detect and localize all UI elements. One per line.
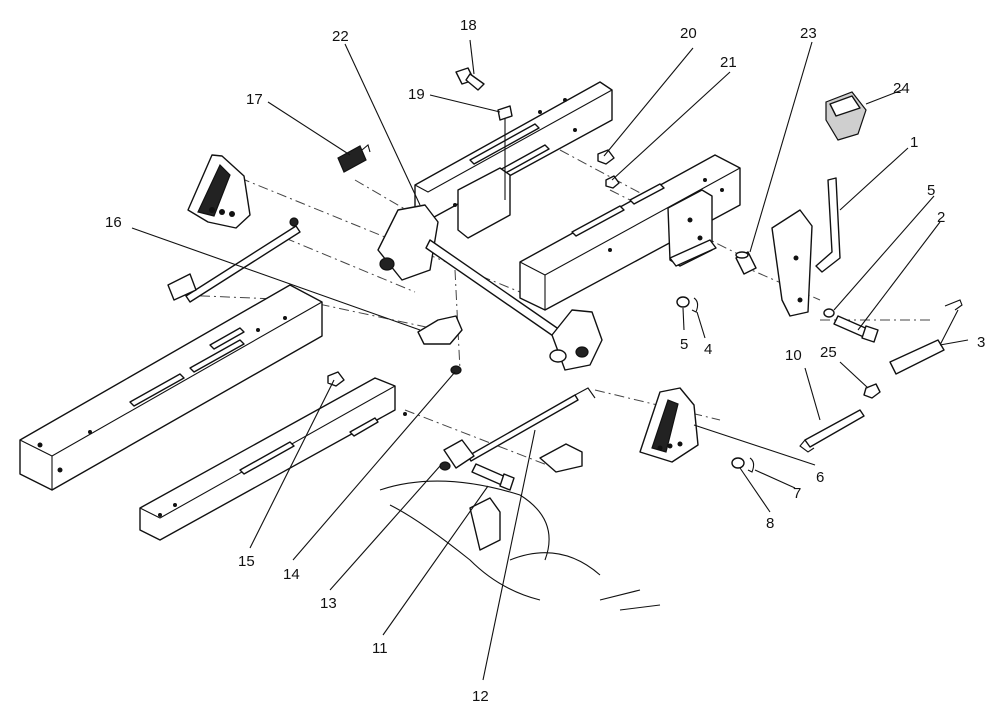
bolt-2-part <box>823 308 879 343</box>
tractor-body-outline <box>379 480 661 611</box>
clamp-part <box>417 315 463 375</box>
shift-lever-part <box>771 177 841 317</box>
clip-4-part <box>691 297 699 313</box>
callout-16: 16 <box>105 214 122 231</box>
adjuster-bracket-6-part <box>639 387 699 463</box>
rod-3-part <box>889 299 963 375</box>
callout-23: 23 <box>800 25 817 42</box>
callout-12: 12 <box>472 688 489 705</box>
callout-labels: 24 1 5 2 3 5 4 25 10 6 7 8 23 20 21 18 1… <box>105 17 985 705</box>
callout-8: 8 <box>766 515 774 532</box>
callout-18: 18 <box>460 17 477 34</box>
callout-5-lower: 5 <box>680 336 688 353</box>
callout-11: 11 <box>372 640 388 657</box>
bolt-18-part <box>455 67 485 91</box>
frame-channel-upper <box>414 81 613 239</box>
leader-lines <box>131 39 969 681</box>
knob-part <box>825 91 867 141</box>
callout-19: 19 <box>408 86 425 103</box>
callout-6: 6 <box>816 469 824 486</box>
adjuster-bracket-left <box>187 154 251 229</box>
washer-8-part <box>731 457 745 469</box>
callout-2: 2 <box>937 209 945 226</box>
callout-25: 25 <box>820 344 837 361</box>
callout-5-upper: 5 <box>927 182 935 199</box>
nut-21-part <box>605 175 620 189</box>
nut-20-part <box>597 149 615 165</box>
spring-17-part <box>337 144 371 173</box>
frame-channel-lower <box>139 377 407 541</box>
callout-3: 3 <box>977 334 985 351</box>
clip-7-part <box>747 457 755 473</box>
callout-7: 7 <box>793 485 801 502</box>
screw-19-part <box>497 105 513 200</box>
rod-16-part <box>167 217 301 303</box>
frame-channel-left <box>19 284 323 491</box>
callout-1: 1 <box>910 134 918 151</box>
bushing-23-part <box>735 251 757 275</box>
callout-24: 24 <box>893 80 910 97</box>
callout-22: 22 <box>332 28 349 45</box>
clevis-13-part <box>439 439 475 471</box>
callout-15: 15 <box>238 553 255 570</box>
callout-13: 13 <box>320 595 337 612</box>
rod-10-part <box>799 409 865 453</box>
axle-22-part <box>377 204 603 371</box>
callout-4: 4 <box>704 341 712 358</box>
nut-15-part <box>327 371 345 387</box>
washer-5-part <box>676 296 690 308</box>
callout-21: 21 <box>720 54 737 71</box>
callout-10: 10 <box>785 347 802 364</box>
frame-channel-right <box>519 154 741 311</box>
bolt-11-part <box>471 463 515 491</box>
callout-17: 17 <box>246 91 263 108</box>
clip-part <box>539 443 583 473</box>
callout-20: 20 <box>680 25 697 42</box>
callout-14: 14 <box>283 566 300 583</box>
